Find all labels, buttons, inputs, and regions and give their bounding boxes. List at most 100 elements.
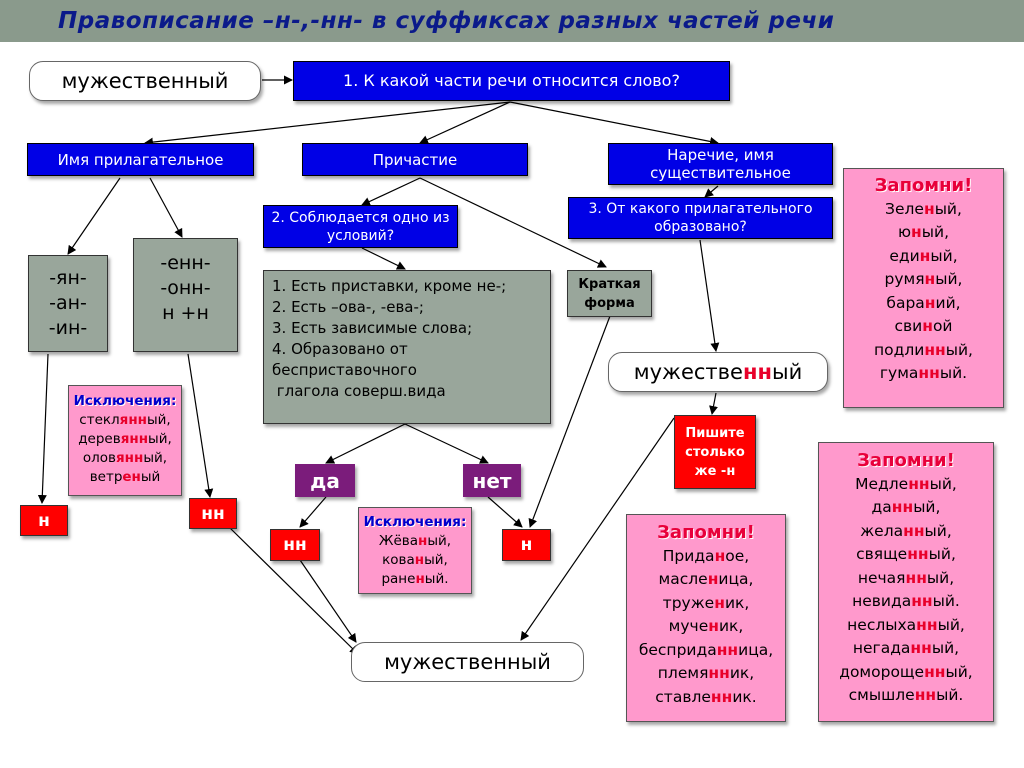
- suffix-an: -ан-: [49, 292, 87, 314]
- suffixes-nn-box: -енн- -онн- н +н: [133, 238, 238, 352]
- suffix-enn: -енн-: [160, 252, 211, 274]
- remember-item-pre: домороще: [839, 662, 925, 681]
- remember-item-pre: бара: [886, 293, 925, 312]
- remember-item-post: ик,: [718, 617, 744, 635]
- remember-box-1: Запомни! Зеленый,юный,единый,румяный,бар…: [843, 168, 1004, 408]
- exception-item: оловянный,: [69, 449, 181, 468]
- remember-item: желанный,: [819, 520, 993, 544]
- remember-item-post: ый,: [928, 545, 956, 563]
- word-example-post: ый: [771, 360, 803, 384]
- remember-item-pre: ю: [897, 223, 912, 241]
- exceptions-adjective-list: стеклянный,деревянный,оловянный,ветреный: [69, 411, 181, 487]
- remember-item-pre: жела: [860, 521, 904, 540]
- remember-item-hl: нн: [910, 639, 932, 657]
- remember-item: юный,: [844, 221, 1003, 245]
- question-3: 3. От какого прилагательного образовано?: [568, 197, 833, 239]
- remember-box-2: Запомни! Приданое,масленица,труженик,муч…: [626, 514, 786, 722]
- exception-item-pre: кова: [382, 552, 415, 568]
- remember-item-pre: Прида: [662, 546, 715, 565]
- exception-item: ветреный: [69, 468, 181, 487]
- remember-item: свиной: [844, 315, 1003, 339]
- condition-4-end: глагола соверш.вида: [272, 382, 446, 400]
- arrow-example-to-write: [709, 392, 718, 415]
- exception-item-pre: олов: [82, 450, 117, 466]
- remember-item-pre: еди: [889, 246, 920, 265]
- exception-item: кованый,: [359, 551, 471, 570]
- arrow-nn-suffixes-to-nn: [187, 353, 214, 498]
- exception-item-pre: стекл: [79, 412, 120, 428]
- arrow-participle-to-q2: [361, 177, 421, 206]
- exception-item-hl: янн: [116, 450, 144, 466]
- remember-box-3: Запомни! Медленный,данный,желанный,свяще…: [818, 442, 994, 722]
- remember-item-post: ый,: [934, 199, 962, 218]
- remember-item-pre: племя: [657, 664, 709, 682]
- arrow-q1-to-participle: [419, 101, 511, 144]
- remember-item: бесприданница,: [627, 639, 785, 663]
- remember-item: данный,: [819, 496, 993, 520]
- arrow-adj-to-nn-suffixes: [149, 177, 183, 238]
- remember-item-hl: н: [714, 593, 725, 612]
- exceptions-participle-box: Исключения: Жёваный,кованый,раненый.: [358, 507, 472, 594]
- remember-list-3: Медленный,данный,желанный,священный,неча…: [819, 473, 993, 708]
- remember-item-post: ый,: [937, 615, 965, 634]
- remember-item-post: ица,: [738, 640, 774, 659]
- exceptions-participle-list: Жёваный,кованый,раненый.: [359, 532, 471, 589]
- header-bar: [0, 0, 1024, 42]
- suffix-in: -ин-: [48, 317, 88, 339]
- remember-item-pre: румя: [884, 270, 925, 288]
- exception-item-post: ый.: [424, 571, 449, 587]
- remember-item: румяный,: [844, 268, 1003, 292]
- remember-item-pre: неслыха: [847, 615, 917, 634]
- exception-item: Жёваный,: [359, 532, 471, 551]
- suffix-n-plus-n: н +н: [162, 302, 209, 324]
- remember-head-2: Запомни!: [657, 522, 755, 543]
- remember-item-post: ик,: [729, 664, 755, 682]
- remember-item-post: ой: [932, 317, 953, 335]
- exceptions-participle-head: Исключения:: [363, 514, 467, 530]
- result-n-adjective: н: [20, 505, 68, 536]
- exceptions-adjective-head: Исключения:: [73, 393, 177, 409]
- arrow-write-to-result: [520, 417, 675, 641]
- exception-item: стеклянный,: [69, 411, 181, 430]
- exception-item-hl: янн: [119, 412, 147, 428]
- remember-item: мученик,: [627, 615, 785, 639]
- remember-item: Зеленый,: [844, 198, 1003, 222]
- remember-item-hl: нн: [908, 474, 930, 493]
- remember-item-pre: сви: [894, 317, 923, 335]
- remember-item: труженик,: [627, 592, 785, 616]
- remember-item-post: ый,: [930, 246, 958, 265]
- exception-item-post: ый,: [146, 412, 171, 428]
- exception-item-post: ый: [140, 469, 161, 485]
- remember-item-hl: нн: [918, 364, 940, 382]
- word-example-pre: мужестве: [633, 360, 743, 384]
- remember-item-pre: Зеле: [885, 199, 924, 218]
- condition-3: 3. Есть зависимые слова;: [272, 319, 473, 337]
- remember-item-hl: нн: [708, 664, 730, 682]
- remember-item: Медленный,: [819, 473, 993, 497]
- remember-item-pre: невида: [852, 592, 912, 610]
- remember-list-1: Зеленый,юный,единый,румяный,бараний,свин…: [844, 198, 1003, 386]
- remember-item-pre: масле: [658, 570, 708, 588]
- category-adverb-noun: Наречие, имя существительное: [608, 143, 833, 185]
- question-1: 1. К какой части речи относится слово?: [293, 61, 730, 101]
- arrow-participle-nn-to-result: [299, 559, 357, 643]
- no-box: нет: [463, 464, 521, 497]
- remember-item: невиданный.: [819, 590, 993, 614]
- remember-item: гуманный.: [844, 362, 1003, 386]
- exception-item-post: ый,: [424, 552, 448, 568]
- yes-box: да: [295, 464, 355, 497]
- exception-item-hl: н: [415, 571, 425, 587]
- remember-item-post: ый,: [931, 639, 960, 657]
- exception-item-hl: н: [418, 533, 428, 549]
- remember-item: подлинный,: [844, 339, 1003, 363]
- arrow-short-to-n: [528, 315, 611, 528]
- remember-item-pre: Медле: [855, 474, 909, 493]
- result-n-participle: н: [502, 529, 551, 561]
- exception-item-pre: ране: [381, 571, 416, 587]
- result-nn-participle: нн: [270, 529, 320, 561]
- remember-item-hl: н: [911, 223, 922, 241]
- arrow-conditions-to-no: [404, 423, 489, 464]
- arrow-adverb-to-q3: [704, 185, 719, 198]
